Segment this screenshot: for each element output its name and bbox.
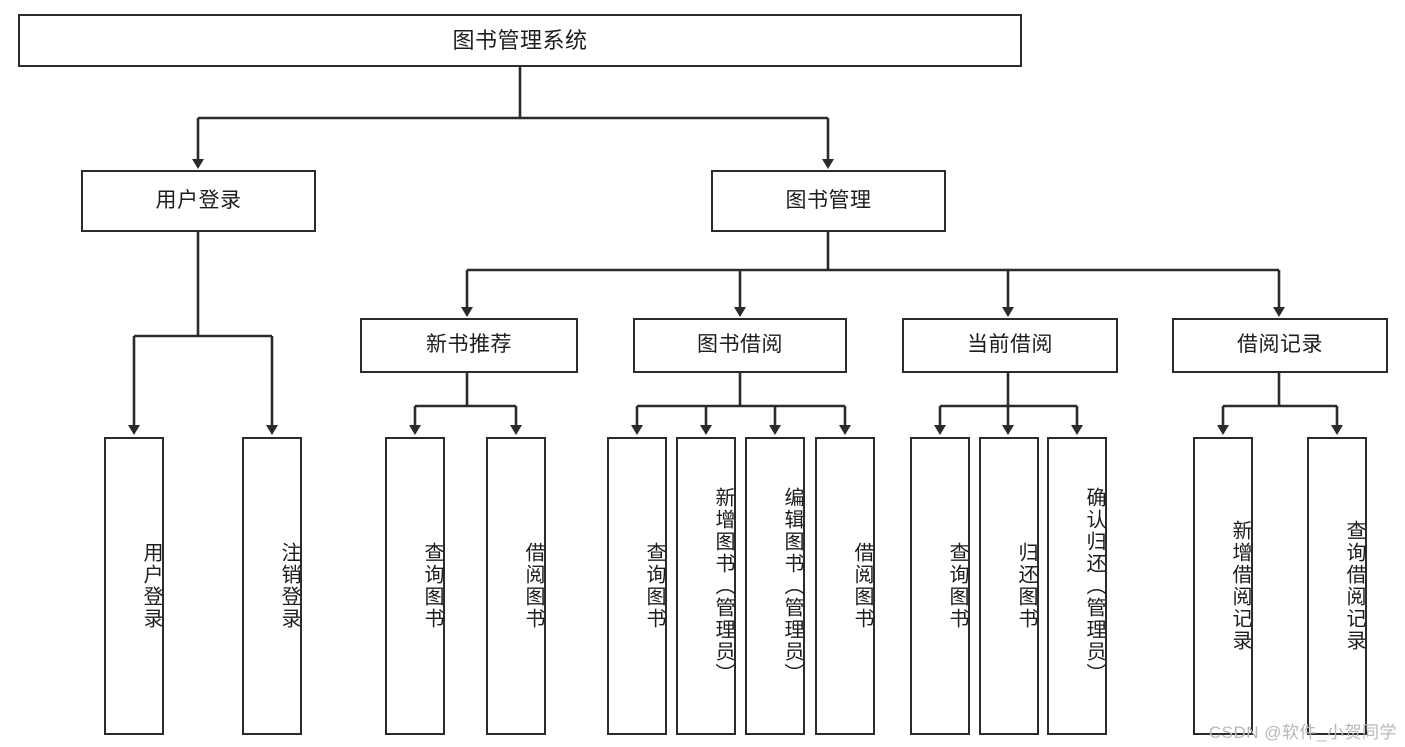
leaf-label: 新增借阅记录 <box>1229 520 1251 652</box>
leaf-user-login-signout[interactable]: 注销登录 <box>242 437 302 735</box>
node-borrow-record[interactable]: 借阅记录 <box>1172 318 1388 373</box>
node-user-login[interactable]: 用户登录 <box>81 170 316 232</box>
node-new-book-recommend[interactable]: 新书推荐 <box>360 318 578 373</box>
leaf-user-login-signin[interactable]: 用户登录 <box>104 437 164 735</box>
leaf-current-query-book[interactable]: 查询图书 <box>910 437 970 735</box>
leaf-label: 归还图书 <box>1015 542 1037 630</box>
node-current-borrow[interactable]: 当前借阅 <box>902 318 1118 373</box>
leaf-recommend-query-book[interactable]: 查询图书 <box>385 437 445 735</box>
node-book-management[interactable]: 图书管理 <box>711 170 946 232</box>
leaf-label: 查询图书 <box>421 542 443 630</box>
leaf-recommend-borrow-book[interactable]: 借阅图书 <box>486 437 546 735</box>
leaf-borrow-query-book[interactable]: 查询图书 <box>607 437 667 735</box>
node-book-borrow[interactable]: 图书借阅 <box>633 318 847 373</box>
leaf-label: 用户登录 <box>140 542 162 630</box>
leaf-record-add-borrow-record[interactable]: 新增借阅记录 <box>1193 437 1253 735</box>
leaf-label: 借阅图书 <box>522 542 544 630</box>
csdn-watermark: CSDN @软件_小贺同学 <box>1208 723 1397 742</box>
leaf-label: 新增图书（管理员） <box>712 487 734 685</box>
leaf-label: 查询借阅记录 <box>1343 520 1365 652</box>
leaf-label: 编辑图书（管理员） <box>781 487 803 685</box>
leaf-label: 查询图书 <box>946 542 968 630</box>
leaf-borrow-borrow-book[interactable]: 借阅图书 <box>815 437 875 735</box>
leaf-current-return-book[interactable]: 归还图书 <box>979 437 1039 735</box>
leaf-label: 注销登录 <box>278 542 300 630</box>
leaf-record-query-borrow-record[interactable]: 查询借阅记录 <box>1307 437 1367 735</box>
leaf-label: 查询图书 <box>643 542 665 630</box>
node-root-system[interactable]: 图书管理系统 <box>18 14 1022 67</box>
leaf-label: 借阅图书 <box>851 542 873 630</box>
leaf-current-confirm-return-admin[interactable]: 确认归还（管理员） <box>1047 437 1107 735</box>
leaf-borrow-edit-book-admin[interactable]: 编辑图书（管理员） <box>745 437 805 735</box>
leaf-borrow-add-book-admin[interactable]: 新增图书（管理员） <box>676 437 736 735</box>
leaf-label: 确认归还（管理员） <box>1083 487 1105 685</box>
